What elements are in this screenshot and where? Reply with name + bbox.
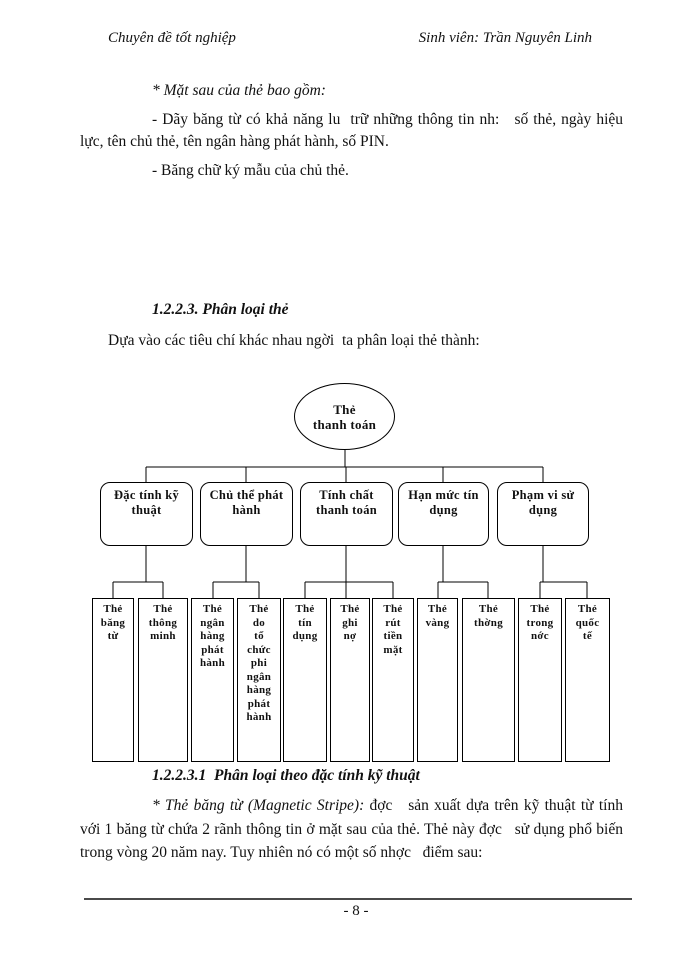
paragraph-intro: Dựa vào các tiêu chí khác nhau ngời ta p… bbox=[108, 332, 480, 349]
leaf-node-nonbank-issued-card: Thẻ do tổ chức phi ngân hàng phát hành bbox=[237, 598, 281, 762]
header-course-title: Chuyên đề tốt nghiệp bbox=[108, 30, 236, 46]
leaf-node-bank-issued-card: Thẻ ngân hàng phát hành bbox=[191, 598, 234, 762]
magnetic-stripe-lead: * Thẻ băng từ (Magnetic Stripe): bbox=[152, 797, 370, 814]
leaf-node-gold-card: Thẻ vàng bbox=[417, 598, 458, 762]
leaf-node-smart-card: Thẻ thông minh bbox=[138, 598, 188, 762]
page-number: - 8 - bbox=[343, 903, 369, 919]
branch-node-usage-scope: Phạm vi sử dụng bbox=[497, 482, 589, 546]
leaf-node-credit-card: Thẻ tín dụng bbox=[283, 598, 327, 762]
page-header: Chuyên đề tốt nghiệp Sinh viên: Trần Ngu… bbox=[108, 30, 592, 47]
leaf-node-standard-card: Thẻ thờng bbox=[462, 598, 515, 762]
subsection-heading: 1.2.2.3.1 Phân loại theo đặc tính kỹ thu… bbox=[152, 767, 420, 784]
leaf-node-magnetic-card: Thẻ băng từ bbox=[92, 598, 134, 762]
branch-node-payment-nature: Tính chất thanh toán bbox=[300, 482, 393, 546]
footer-rule bbox=[84, 898, 632, 900]
magnetic-stripe-text: đợc sản xuất dựa trên kỹ thuật từ tính v… bbox=[80, 797, 623, 861]
leaf-node-debit-card: Thẻ ghi nợ bbox=[330, 598, 370, 762]
diagram-root-node: Thẻ thanh toán bbox=[294, 383, 395, 450]
section-heading: 1.2.2.3. Phân loại thẻ bbox=[152, 301, 289, 318]
paragraph-magnetic-stripe: * Thẻ băng từ (Magnetic Stripe): đợc sản… bbox=[80, 794, 623, 865]
leaf-node-domestic-card: Thẻ trong nớc bbox=[518, 598, 562, 762]
leaf-node-international-card: Thẻ quốc tế bbox=[565, 598, 610, 762]
branch-node-credit-limit: Hạn mức tín dụng bbox=[398, 482, 489, 546]
paragraph-magnetic-band: - Dãy băng từ có khả năng lu trữ những t… bbox=[80, 111, 623, 150]
leaf-node-cash-withdrawal-card: Thẻ rút tiền mặt bbox=[372, 598, 414, 762]
branch-node-technical: Đặc tính kỹ thuật bbox=[100, 482, 193, 546]
header-student-name: Sinh viên: Trần Nguyên Linh bbox=[418, 30, 592, 46]
paragraph-signature: - Băng chữ ký mẫu của chủ thẻ. bbox=[152, 162, 349, 179]
branch-node-issuer: Chủ thể phát hành bbox=[200, 482, 293, 546]
paragraph-back-side: * Mặt sau của thẻ bao gồm: bbox=[152, 82, 326, 99]
